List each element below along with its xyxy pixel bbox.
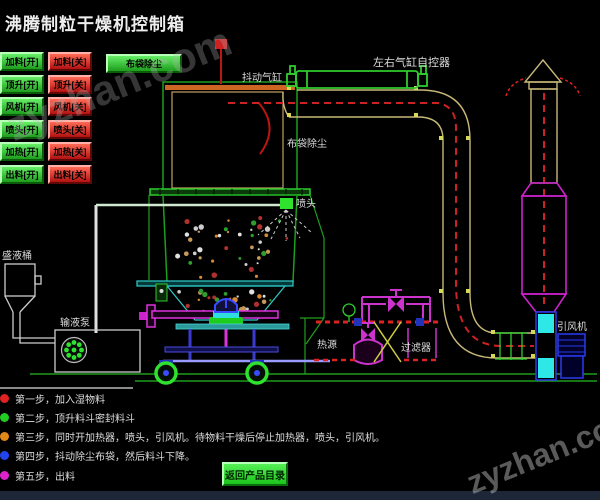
step-5-text: 第五步，出料 bbox=[15, 471, 75, 483]
liquid-pump bbox=[54, 329, 141, 373]
page-title: 沸腾制粒干燥机控制箱 bbox=[5, 15, 185, 34]
heat-source-assembly bbox=[314, 289, 442, 365]
expansion-chamber bbox=[162, 194, 298, 283]
step-5: 第五步，出料 bbox=[0, 468, 75, 483]
flex-joint-grid bbox=[495, 332, 527, 360]
spray-system bbox=[94, 198, 313, 333]
label-shake-cylinder: 抖动气缸 bbox=[242, 71, 282, 84]
btn-discharge-on[interactable]: 出料[开] bbox=[0, 165, 44, 184]
spray-fan bbox=[257, 209, 313, 241]
chimney-cap bbox=[523, 58, 563, 83]
btn-bag-dust[interactable]: 布袋除尘 bbox=[106, 54, 182, 73]
step-4-text: 第四步，抖动除尘布袋，然后料斗下降。 bbox=[15, 451, 195, 463]
hopper bbox=[165, 285, 287, 321]
liquid-tank bbox=[4, 263, 55, 344]
label-bag-dust-filter: 布袋除尘 bbox=[287, 137, 327, 150]
label-filter: 过滤器 bbox=[401, 341, 431, 354]
btn-spray-on[interactable]: 喷头[开] bbox=[0, 120, 44, 139]
floor-lines bbox=[0, 373, 597, 389]
shake-cylinder-actuator bbox=[215, 39, 227, 84]
btn-discharge-off[interactable]: 出料[关] bbox=[48, 165, 92, 184]
step-4-bullet bbox=[0, 450, 9, 460]
diagram-labels: 抖动气缸 左右气缸自控器 布袋除尘 喷头 盛液桶 输液泵 热源 过滤器 引风机 bbox=[2, 55, 587, 354]
heater-pot bbox=[353, 338, 383, 365]
btn-heat-on[interactable]: 加热[开] bbox=[0, 142, 44, 161]
btn-heat-off[interactable]: 加热[关] bbox=[48, 142, 92, 161]
label-lr-cylinder-controller: 左右气缸自控器 bbox=[373, 55, 450, 69]
step-2-text: 第二步，顶升料斗密封料斗 bbox=[15, 413, 135, 425]
label-heat-source: 热源 bbox=[317, 338, 337, 351]
btn-feed-off[interactable]: 加料[关] bbox=[48, 52, 92, 71]
step-3-bullet bbox=[0, 431, 9, 441]
gauge bbox=[342, 303, 356, 317]
return-catalog-button[interactable]: 返回产品目录 bbox=[222, 462, 288, 486]
duct-centerline bbox=[228, 102, 534, 347]
hopper-cart bbox=[139, 298, 330, 385]
exhaust-arrows bbox=[505, 77, 581, 97]
right-support bbox=[300, 194, 325, 374]
fan-motor bbox=[557, 333, 586, 357]
label-liquid-tank: 盛液桶 bbox=[2, 249, 32, 262]
bottom-bar bbox=[0, 491, 600, 500]
btn-lift-on[interactable]: 顶升[开] bbox=[0, 75, 44, 94]
btn-feed-on[interactable]: 加料[开] bbox=[0, 52, 44, 71]
heater-piping bbox=[361, 289, 431, 322]
btn-spray-off[interactable]: 喷头[关] bbox=[48, 120, 92, 139]
filter-body bbox=[407, 328, 437, 358]
step-4: 第四步，抖动除尘布袋，然后料斗下降。 bbox=[0, 448, 195, 463]
btn-fan-on[interactable]: 风机[开] bbox=[0, 97, 44, 116]
cylinder-controller-device bbox=[286, 65, 428, 89]
spray-nozzle bbox=[280, 198, 293, 209]
airflow-arc bbox=[257, 101, 271, 155]
step-5-bullet bbox=[0, 470, 9, 480]
step-3: 第三步，同时开加热器，喷头，引风机。待物料干燥后停止加热器，喷头，引风机。 bbox=[0, 429, 385, 444]
step-2-bullet bbox=[0, 412, 9, 422]
btn-fan-off[interactable]: 风机[关] bbox=[48, 97, 92, 116]
step-1: 第一步，加入湿物料 bbox=[0, 391, 105, 406]
step-1-bullet bbox=[0, 393, 9, 403]
label-induced-fan: 引风机 bbox=[557, 320, 587, 333]
step-1-text: 第一步，加入湿物料 bbox=[15, 394, 105, 406]
dryer-vessel bbox=[136, 81, 325, 374]
label-liquid-pump: 输液泵 bbox=[60, 316, 90, 329]
induced-fan bbox=[535, 311, 586, 381]
step-3-text: 第三步，同时开加热器，喷头，引风机。待物料干燥后停止加热器，喷头，引风机。 bbox=[15, 432, 385, 444]
step-2: 第二步，顶升料斗密封料斗 bbox=[0, 410, 135, 425]
btn-lift-off[interactable]: 顶升[关] bbox=[48, 75, 92, 94]
label-spray-head: 喷头 bbox=[296, 198, 316, 210]
flange-bolts bbox=[159, 189, 303, 195]
pump-impeller bbox=[64, 340, 84, 360]
